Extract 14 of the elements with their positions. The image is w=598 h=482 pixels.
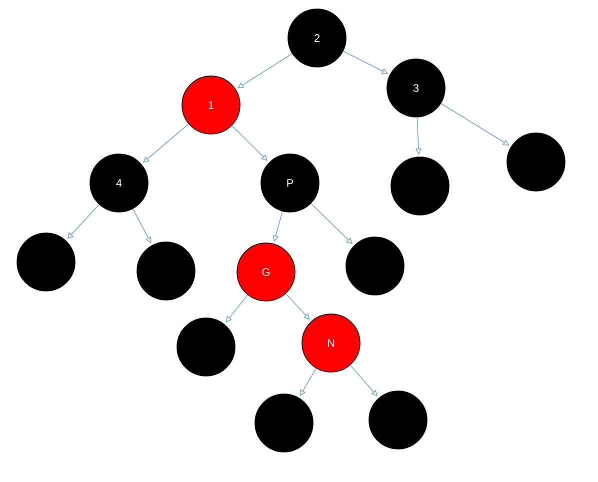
arrow <box>350 364 378 396</box>
arrow <box>300 368 316 396</box>
arrow <box>286 293 310 320</box>
empty-circle <box>136 242 196 300</box>
empty-circle <box>390 156 450 216</box>
arrow <box>226 294 248 322</box>
empty-circle <box>254 394 314 452</box>
arrow <box>238 53 292 88</box>
empty-circle <box>16 232 76 292</box>
empty-circle <box>176 318 236 376</box>
empty-circle <box>368 390 428 450</box>
empty-circle <box>346 236 404 296</box>
arrow <box>342 50 388 74</box>
empty-circle <box>506 132 566 192</box>
